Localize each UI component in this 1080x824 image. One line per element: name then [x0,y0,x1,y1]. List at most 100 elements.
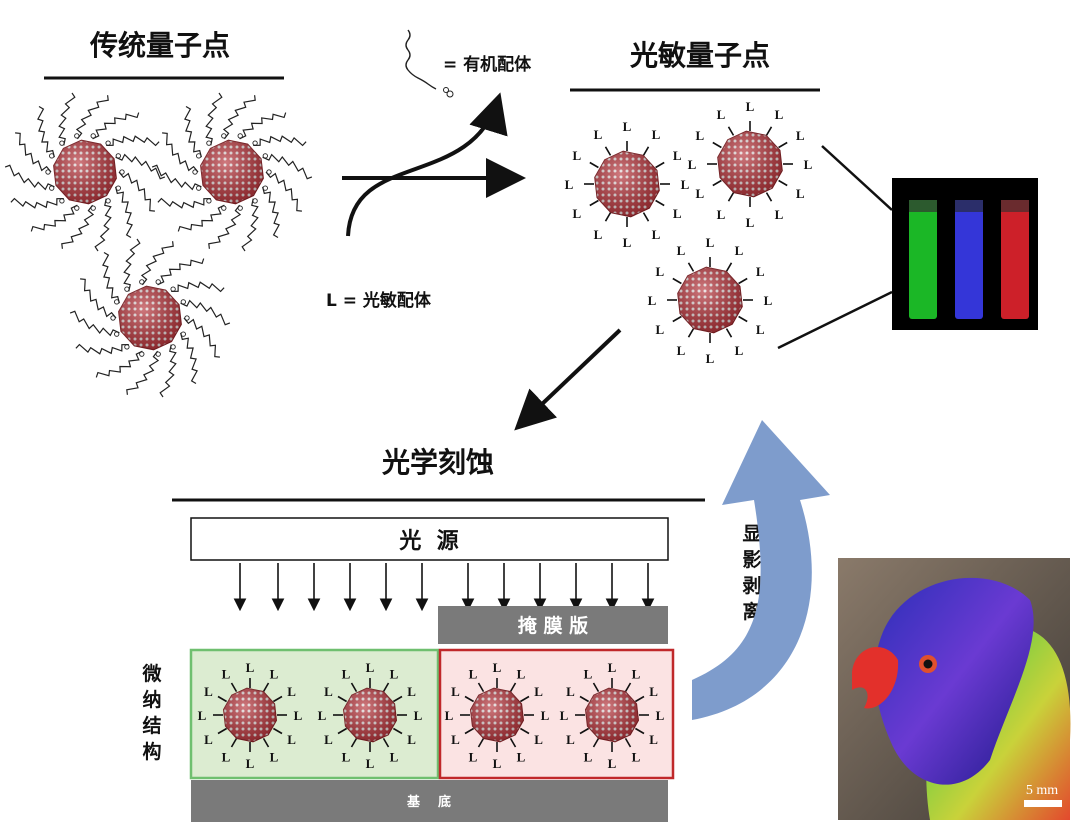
ligand-bond [337,695,348,703]
ligand-bond [765,126,773,136]
ligand-bond [272,727,283,735]
ligand-head [49,153,55,159]
ligand-L: L [648,293,657,308]
ligand-bond [725,262,733,272]
vial-blue [955,207,983,319]
ligand-L: L [632,666,641,681]
parrot-head [874,577,1034,785]
ligand-L: L [706,351,715,366]
ligand-head [105,140,111,146]
parrot-beak [852,646,899,709]
ligand-L: L [342,750,351,765]
ligand-L: L [673,206,682,221]
organic-ligand [241,198,259,252]
quantum-dot-shade [118,286,182,350]
ligand-L: L [517,750,526,765]
ligand-L: L [287,732,296,747]
ligand-head [252,198,258,204]
organic-ligand [115,153,166,180]
ligand-head [124,286,130,292]
ligand-L: L [652,227,661,242]
organic-ligand [106,135,160,147]
ligand-L: L [695,186,704,201]
ligand-L: L [493,756,502,771]
ligand-bond [634,695,645,703]
ligand-L: L [706,235,715,250]
ligand-head [192,169,198,175]
ligand-head [74,133,80,139]
ligand-L: L [407,684,416,699]
organic-ligand [151,164,202,191]
ligand-L: L [746,215,755,230]
ligand-head [115,185,121,191]
ligand-L: L [584,666,593,681]
quantum-dot-shade [53,140,117,204]
ligand-bond [727,192,735,202]
organic-ligand [262,186,280,239]
organic-ligand-head-2 [443,87,449,93]
traditional-qd-cluster [4,92,313,398]
ligand-L: L [294,708,303,723]
ligand-head [170,344,176,350]
ligand-head [155,279,161,285]
ligand-L: L [632,750,641,765]
organic-ligand [239,112,287,140]
ligand-L: L [390,750,399,765]
organic-ligand [265,171,302,212]
ligand-bond [712,179,722,187]
ligand-L: L [655,264,664,279]
ligand-head [139,351,145,357]
ligand-L: L [655,322,664,337]
organic-ligand [157,258,205,286]
ligand-L: L [222,666,231,681]
ligand-head [110,315,116,321]
organic-ligand [61,204,95,249]
quantum-dot-shade [594,151,660,217]
ligand-bond [272,695,283,703]
ligand-head [237,133,243,139]
ligand-L: L [541,708,550,723]
ligand-bond [765,192,773,202]
ligand-L: L [775,207,784,222]
ligand-L: L [572,206,581,221]
ligand-bond [655,199,665,207]
quantum-dot-shade [585,688,639,742]
organic-ligand [123,238,141,292]
quantum-dot-shade [677,267,743,333]
ligand-head [237,205,243,211]
organic-ligand [75,95,109,140]
vial-connector-top [821,145,893,211]
ligand-bond [477,682,485,693]
organic-ligand-head [446,90,454,98]
ligand-L: L [756,322,765,337]
ligand-L: L [342,666,351,681]
ligand-L: L [572,148,581,163]
ligand-bond [778,179,788,187]
ligand-L: L [407,732,416,747]
ligand-L: L [270,750,279,765]
ligand-head [184,315,190,321]
ligand-L: L [414,708,423,723]
ligand-head [114,299,120,305]
ligand-head [262,185,268,191]
photo-ligand-label: L = 光敏配体 [326,290,432,311]
organic-ligand [171,281,225,293]
vial-red [1001,207,1029,319]
ligand-L: L [566,732,575,747]
ligand-L: L [390,666,399,681]
ligand-L: L [649,684,658,699]
process-arrow-down [514,328,622,431]
ligand-L: L [560,708,569,723]
ligand-L: L [681,177,690,192]
quantum-dot-shade [717,131,783,197]
organic-ligand [115,186,133,239]
ligand-L: L [652,127,661,142]
ligand-bond [592,682,600,693]
organic-ligand [15,132,52,173]
ligand-L: L [222,750,231,765]
organic-ligand [102,251,120,304]
ligand-head [180,331,186,337]
organic-ligand [162,132,199,173]
ligand-L: L [717,207,726,222]
